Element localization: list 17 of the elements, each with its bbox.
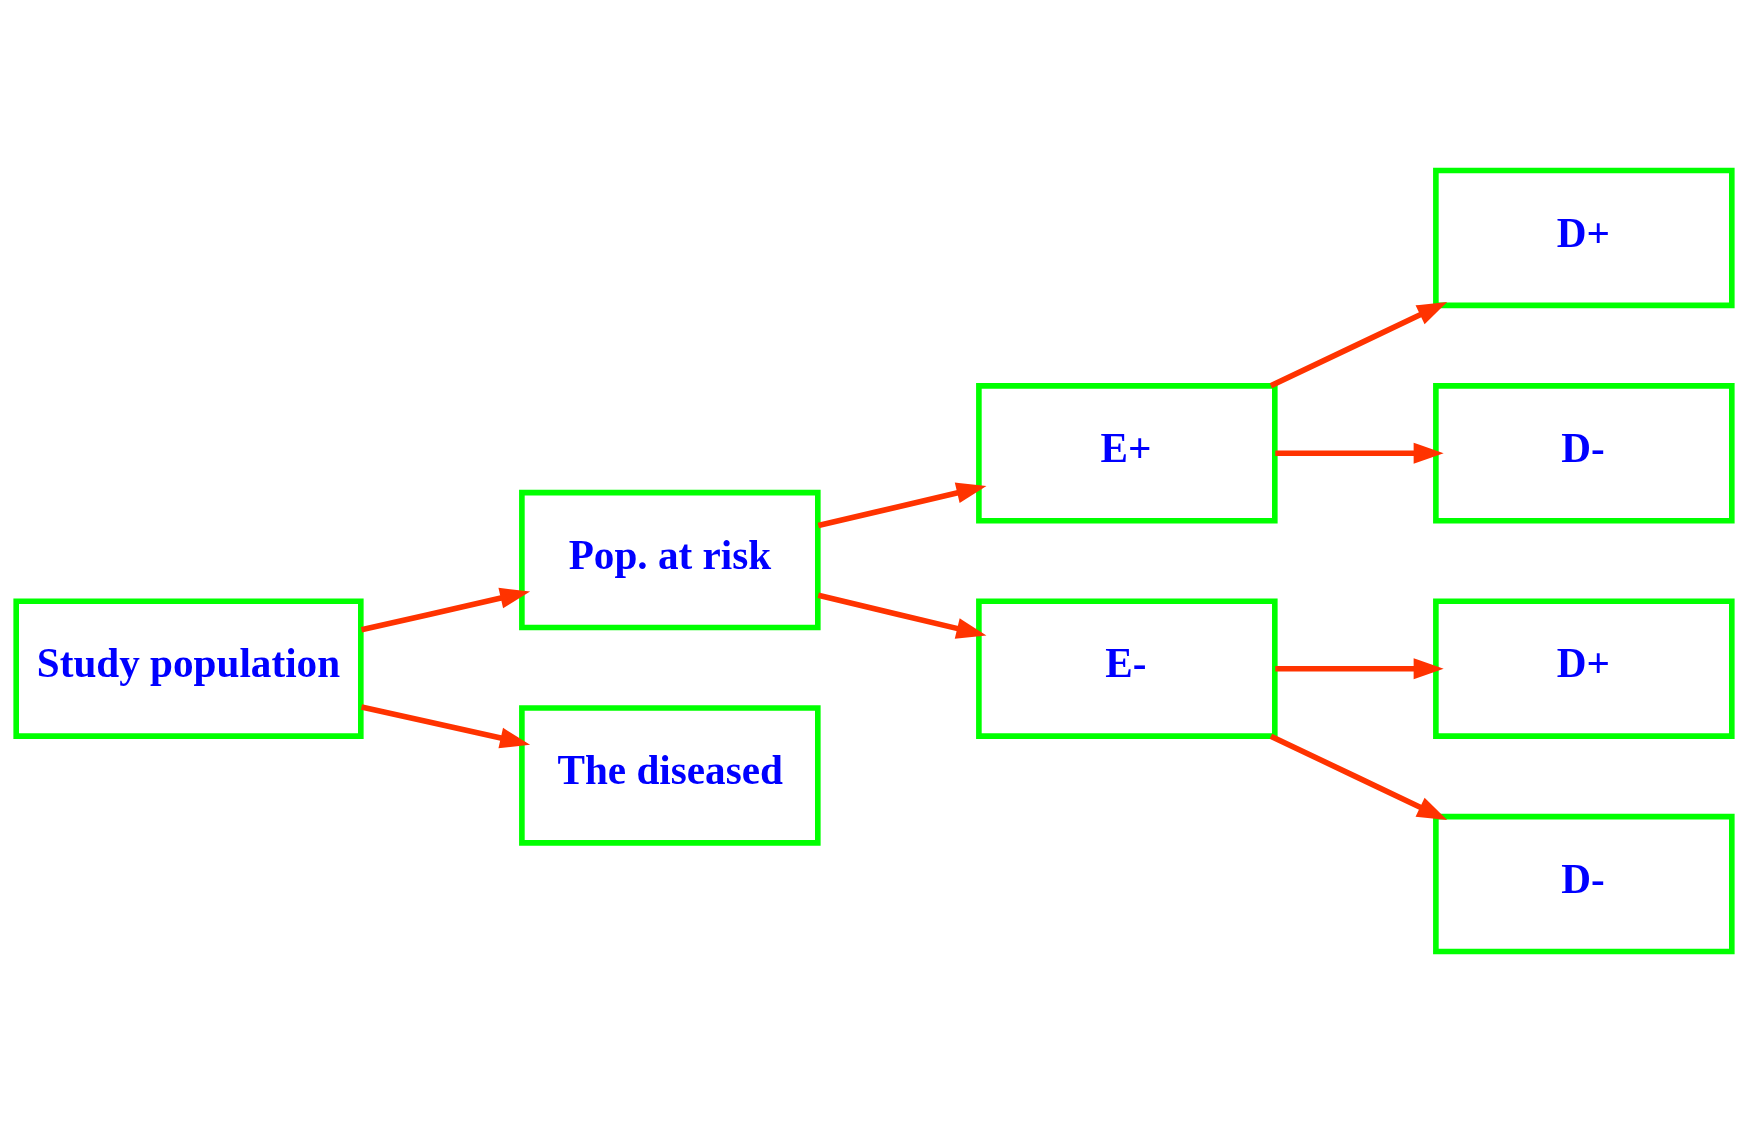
node-box: The diseased: [519, 704, 821, 846]
node-box: Pop. at risk: [519, 489, 821, 630]
node-box: D+: [1433, 167, 1735, 308]
arrow: [1269, 733, 1448, 820]
arrow: [1275, 442, 1444, 464]
node-box: D-: [1433, 382, 1735, 524]
node-box: D-: [1433, 813, 1735, 954]
arrow: [360, 703, 531, 748]
node-box: D+: [1433, 597, 1735, 739]
node-box: E+: [976, 382, 1278, 524]
arrow: [360, 587, 531, 632]
node-box: Study population: [13, 597, 364, 739]
arrow: [817, 482, 987, 528]
arrow: [817, 591, 987, 639]
arrow: [1269, 301, 1448, 388]
node-box: E-: [976, 597, 1278, 739]
arrow: [1275, 657, 1444, 679]
